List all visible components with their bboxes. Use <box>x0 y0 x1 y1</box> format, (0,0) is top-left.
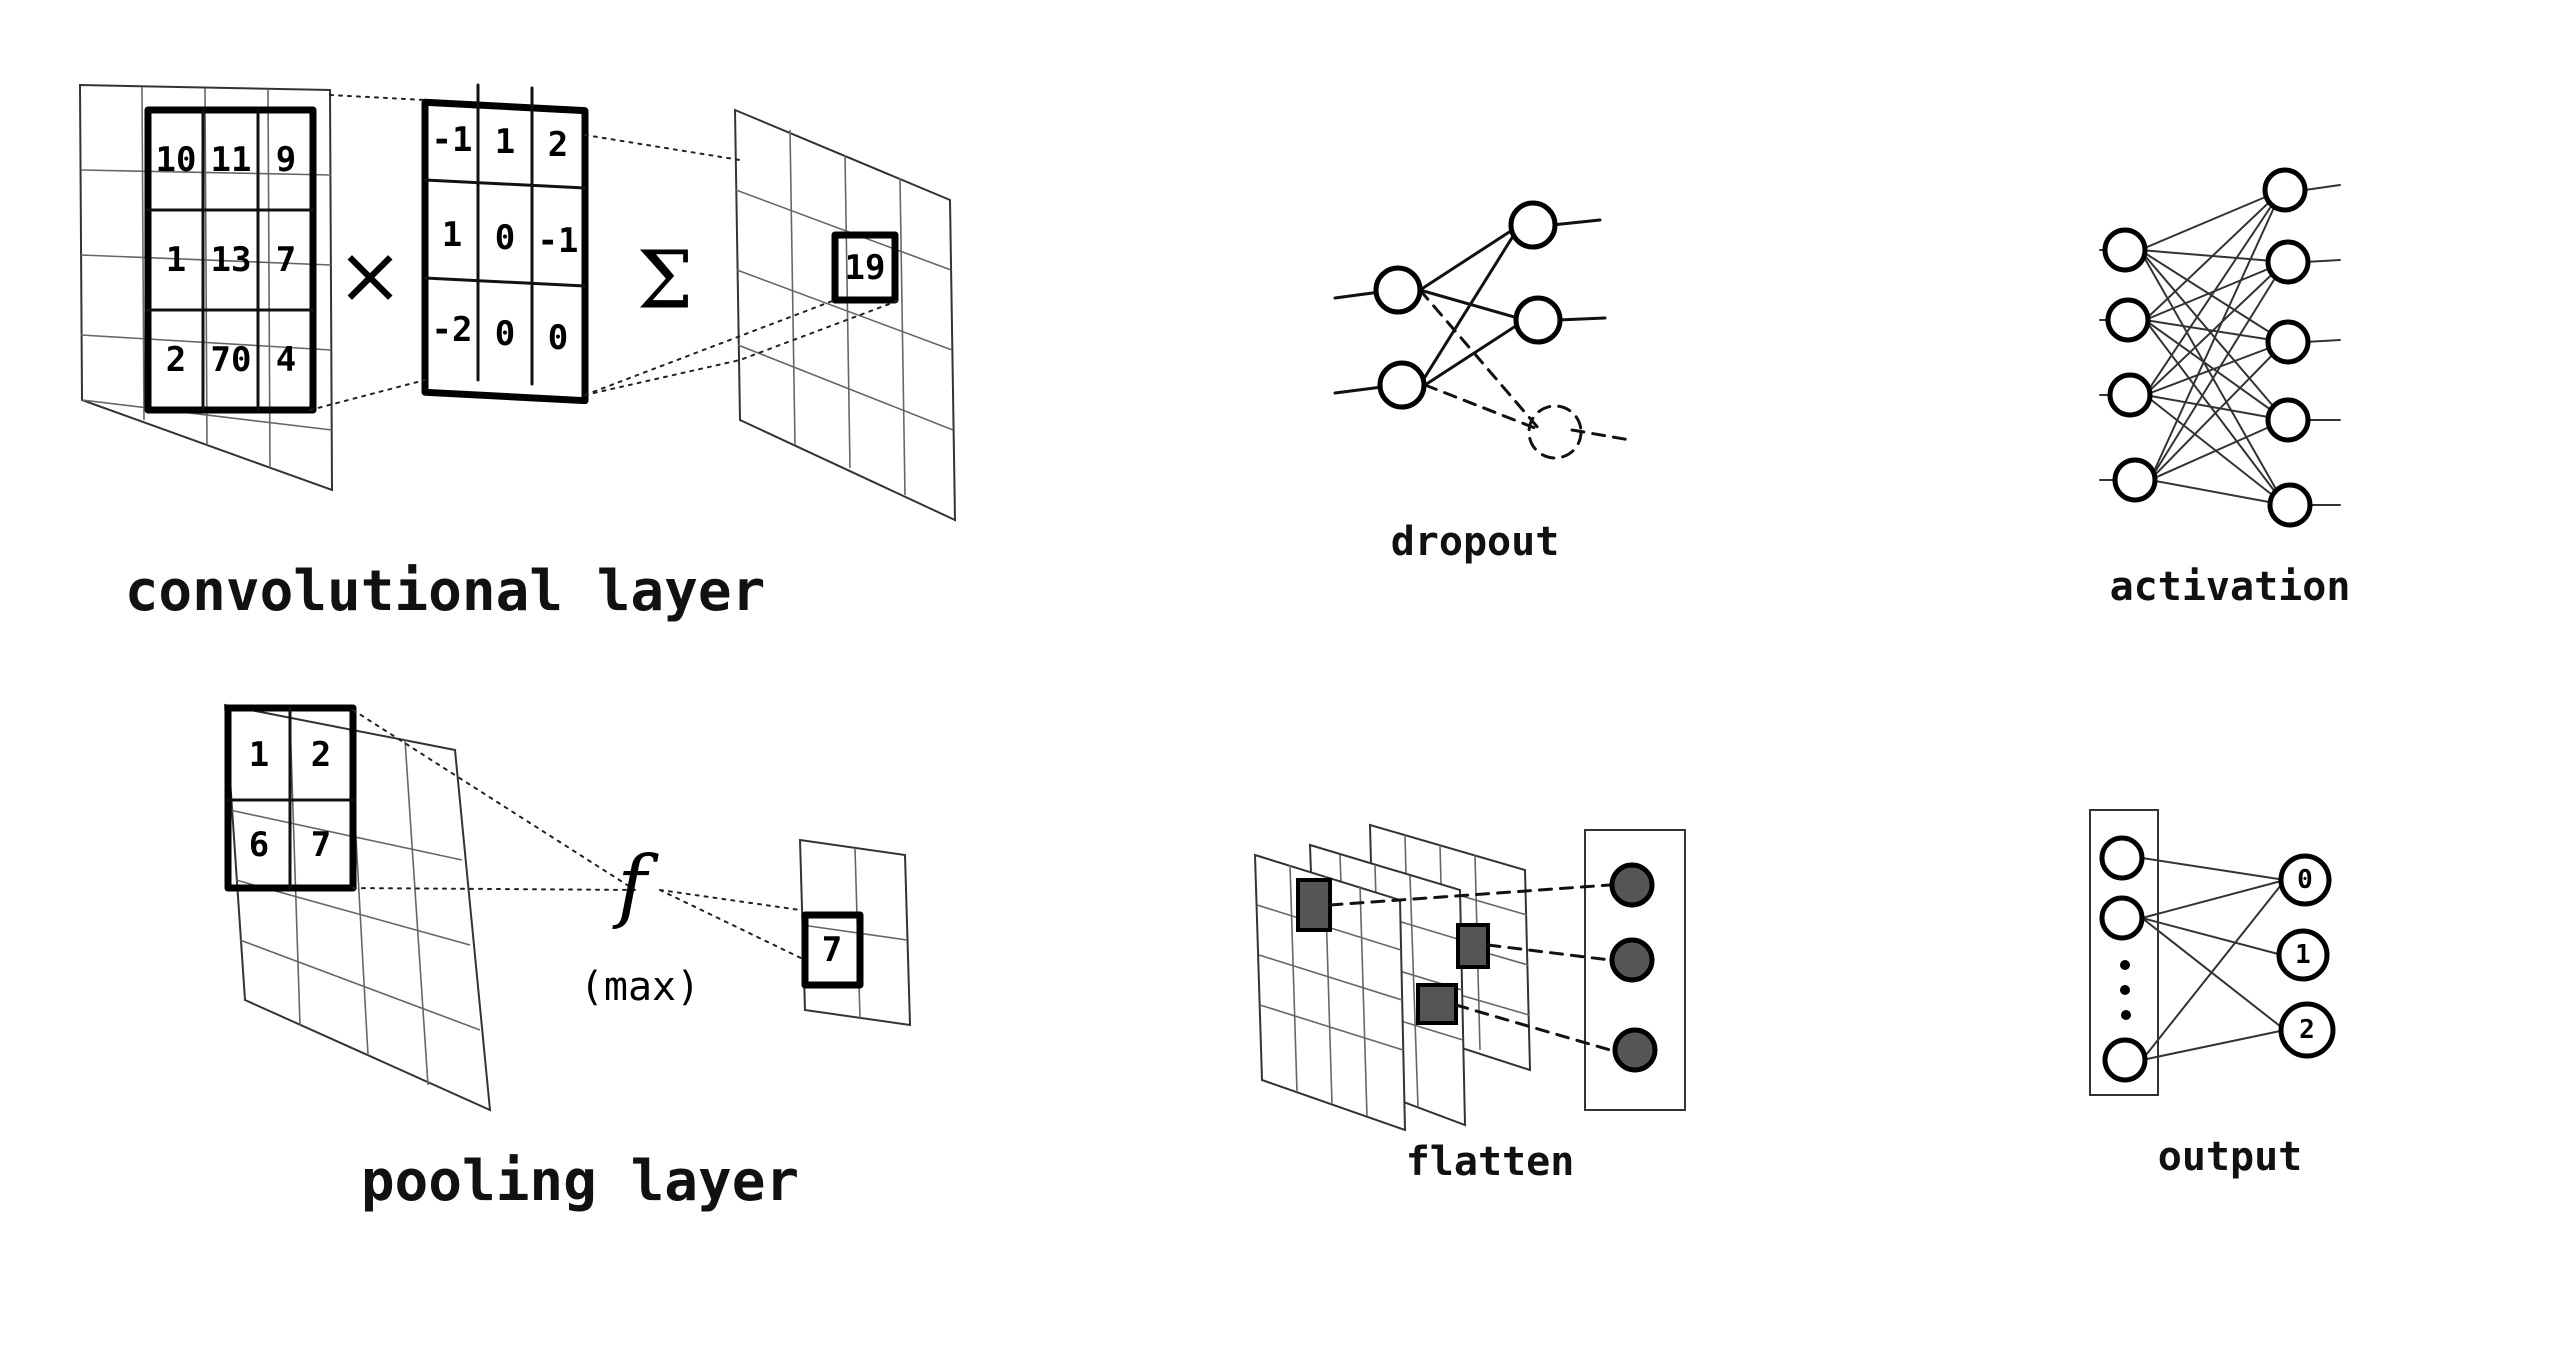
output-class-node <box>2276 928 2330 982</box>
output-input-node <box>2099 895 2145 941</box>
conv-input-cell: 11 <box>211 140 252 180</box>
output-network: 0 1 2 <box>2089 809 2336 1096</box>
dropout-hidden-node <box>1513 295 1563 345</box>
ellipsis-dot <box>2121 1010 2131 1020</box>
sum-symbol: Σ <box>637 234 694 327</box>
activation-output-node <box>2265 397 2311 443</box>
activation-output-node <box>2265 319 2311 365</box>
pool-input-grid <box>223 703 492 1112</box>
ellipsis-dot <box>2120 985 2130 995</box>
pool-function-note: (max) <box>580 964 700 1010</box>
conv-input-cell: 10 <box>156 140 197 180</box>
activation-output-node <box>2265 239 2311 285</box>
conv-input-cell: 4 <box>276 340 296 380</box>
activation-output-node <box>2267 482 2313 528</box>
flatten-cell <box>1416 983 1458 1025</box>
kernel-cell: 2 <box>548 125 568 165</box>
conv-input-patch: 10 11 9 1 13 7 2 70 4 <box>144 106 317 414</box>
pool-result-cell: 7 <box>822 930 842 970</box>
conv-input-cell: 2 <box>166 340 186 380</box>
kernel-cell: 0 <box>495 218 515 258</box>
conv-input-cell: 70 <box>211 340 252 380</box>
dropout-hidden-node <box>1508 200 1558 250</box>
pool-layer-label: pooling layer <box>361 1149 799 1214</box>
dropout-label: dropout <box>1391 519 1560 565</box>
output-class-label: 0 <box>2297 865 2313 895</box>
dropout-input-node <box>1377 360 1427 410</box>
flatten-label: flatten <box>1406 1139 1575 1185</box>
pool-connector-lines <box>352 709 806 961</box>
kernel-cell: 0 <box>548 318 568 358</box>
conv-result-cell: 19 <box>845 248 886 288</box>
flatten-vector-node <box>1609 937 1655 983</box>
output-input-node <box>2102 1037 2148 1083</box>
conv-output-grid: 19 <box>733 108 957 522</box>
activation-connections <box>2139 189 2286 506</box>
dropout-dropped-node <box>1527 404 1583 460</box>
kernel-cell: 1 <box>442 215 462 255</box>
flatten-vector-node <box>1609 862 1655 908</box>
multiply-symbol: × <box>336 229 403 322</box>
flatten-cell <box>1456 923 1490 969</box>
kernel-cell: -1 <box>538 221 579 261</box>
output-label: output <box>2158 1134 2303 1180</box>
pool-input-patch: 1 2 6 7 <box>224 704 357 892</box>
conv-kernel: -1 1 2 1 0 -1 -2 0 0 <box>421 83 589 405</box>
activation-input-node <box>2112 457 2158 503</box>
kernel-cell: -2 <box>432 310 473 350</box>
conv-connector-lines <box>309 94 901 411</box>
conv-input-cell: 9 <box>276 140 296 180</box>
activation-input-node <box>2107 372 2153 418</box>
activation-input-node <box>2102 227 2148 273</box>
activation-network <box>2099 167 2341 528</box>
conv-input-grid <box>78 83 334 492</box>
dropout-network <box>1333 200 1632 460</box>
ellipsis-dot <box>2120 960 2130 970</box>
conv-layer-label: convolutional layer <box>125 559 766 624</box>
dropout-input-node <box>1373 265 1423 315</box>
flatten-cell <box>1296 878 1332 932</box>
output-class-label: 2 <box>2299 1015 2315 1045</box>
flatten-vector-node <box>1612 1027 1658 1073</box>
kernel-cell: 0 <box>495 314 515 354</box>
conv-input-cell: 13 <box>211 240 252 280</box>
pool-output-grid: 7 <box>798 838 912 1027</box>
pool-input-cell: 2 <box>311 735 331 775</box>
activation-input-node <box>2105 297 2151 343</box>
output-class-node <box>2278 853 2332 907</box>
pool-input-cell: 7 <box>311 825 331 865</box>
pool-function-symbol: f <box>612 839 659 932</box>
output-class-label: 1 <box>2295 940 2311 970</box>
flatten-feature-maps <box>1253 823 1532 1132</box>
pool-input-cell: 6 <box>249 825 269 865</box>
output-class-node <box>2278 1001 2336 1059</box>
activation-output-node <box>2262 167 2308 213</box>
conv-input-cell: 1 <box>166 240 186 280</box>
kernel-cell: 1 <box>495 122 515 162</box>
activation-label: activation <box>2110 564 2351 610</box>
pool-input-cell: 1 <box>249 735 269 775</box>
output-input-node <box>2099 835 2145 881</box>
conv-input-cell: 7 <box>276 240 296 280</box>
flatten-vector <box>1328 829 1686 1111</box>
kernel-cell: -1 <box>432 120 473 160</box>
